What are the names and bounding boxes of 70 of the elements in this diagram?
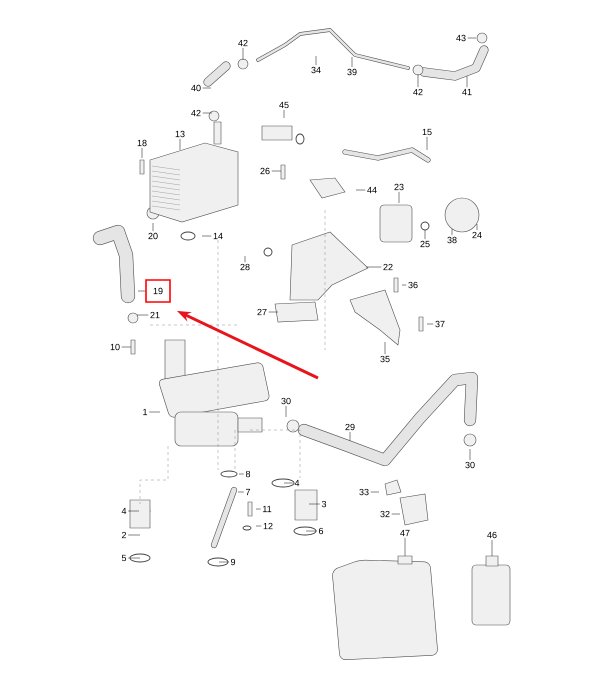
callout-number: 28 <box>240 264 250 270</box>
callout-number: 26 <box>260 168 270 174</box>
highlighted-callout-number: 19 <box>145 279 171 303</box>
leader-line <box>138 290 146 292</box>
callout-number: 18 <box>138 140 147 146</box>
leader-line <box>271 170 282 172</box>
leader-line <box>284 482 294 484</box>
callout-number: 43 <box>456 34 466 42</box>
leader-line <box>128 510 140 512</box>
leader-line <box>121 346 132 348</box>
leader-line <box>402 284 407 286</box>
callout-number: 45 <box>279 102 289 108</box>
leader-line <box>152 222 154 232</box>
leader-line <box>398 192 400 204</box>
callout-number: 10 <box>110 344 120 350</box>
leader-line <box>128 534 140 536</box>
callout-number: 38 <box>447 236 457 244</box>
leader-line <box>424 230 426 240</box>
callout-number: 4 <box>122 508 126 514</box>
callout-number: 44 <box>367 186 377 194</box>
leader-line <box>202 112 212 114</box>
callout-number: 29 <box>345 424 355 430</box>
leader-line <box>466 76 468 88</box>
callout-number: 22 <box>383 264 393 270</box>
leader-line <box>404 538 406 556</box>
leader-line <box>476 224 478 230</box>
callout-number: 32 <box>380 510 390 518</box>
callout-number: 33 <box>359 488 369 496</box>
callout-number: 37 <box>435 320 445 328</box>
callout-number: 46 <box>487 532 497 538</box>
callout-number: 5 <box>122 554 126 562</box>
callout-number: 35 <box>380 356 390 362</box>
leader-line <box>366 266 382 268</box>
callout-number: 12 <box>264 522 273 530</box>
callout-number: 14 <box>214 232 223 240</box>
callout-number: 4 <box>294 480 300 486</box>
leader-line <box>244 256 246 262</box>
leader-line <box>306 530 318 532</box>
callout-number: 42 <box>191 110 201 116</box>
leader-line <box>136 314 149 316</box>
callout-number: 39 <box>347 68 357 76</box>
callout-number: 42 <box>413 88 423 96</box>
callout-number: 20 <box>148 232 158 240</box>
callout-number: 6 <box>318 528 324 534</box>
callout-number: 30 <box>281 398 291 404</box>
callout-number: 30 <box>465 462 475 468</box>
callout-number: 3 <box>322 500 326 508</box>
callout-number: 21 <box>150 312 160 318</box>
callout-number: 1 <box>143 408 148 416</box>
callout-number: 34 <box>311 66 321 74</box>
callout-number: 25 <box>420 240 430 248</box>
callout-number: 41 <box>462 88 472 96</box>
callout-number: 47 <box>400 530 410 536</box>
callout-number: 8 <box>246 470 250 478</box>
callout-number: 7 <box>246 488 250 496</box>
leader-line <box>384 342 386 354</box>
callout-number: 36 <box>408 282 418 288</box>
callout-number: 40 <box>191 84 201 92</box>
callout-number: 42 <box>238 40 248 46</box>
callout-number: 11 <box>263 506 272 512</box>
callout-number: 9 <box>230 558 236 566</box>
leader-line <box>256 508 261 510</box>
callout-number: 23 <box>394 184 404 190</box>
leader-line <box>426 136 428 150</box>
callout-number: 24 <box>472 232 482 238</box>
callout-number: 15 <box>422 128 432 136</box>
callout-number: 27 <box>257 308 267 316</box>
callout-number: 13 <box>176 130 185 138</box>
callout-number: 2 <box>122 532 126 538</box>
leader-line <box>242 48 244 60</box>
